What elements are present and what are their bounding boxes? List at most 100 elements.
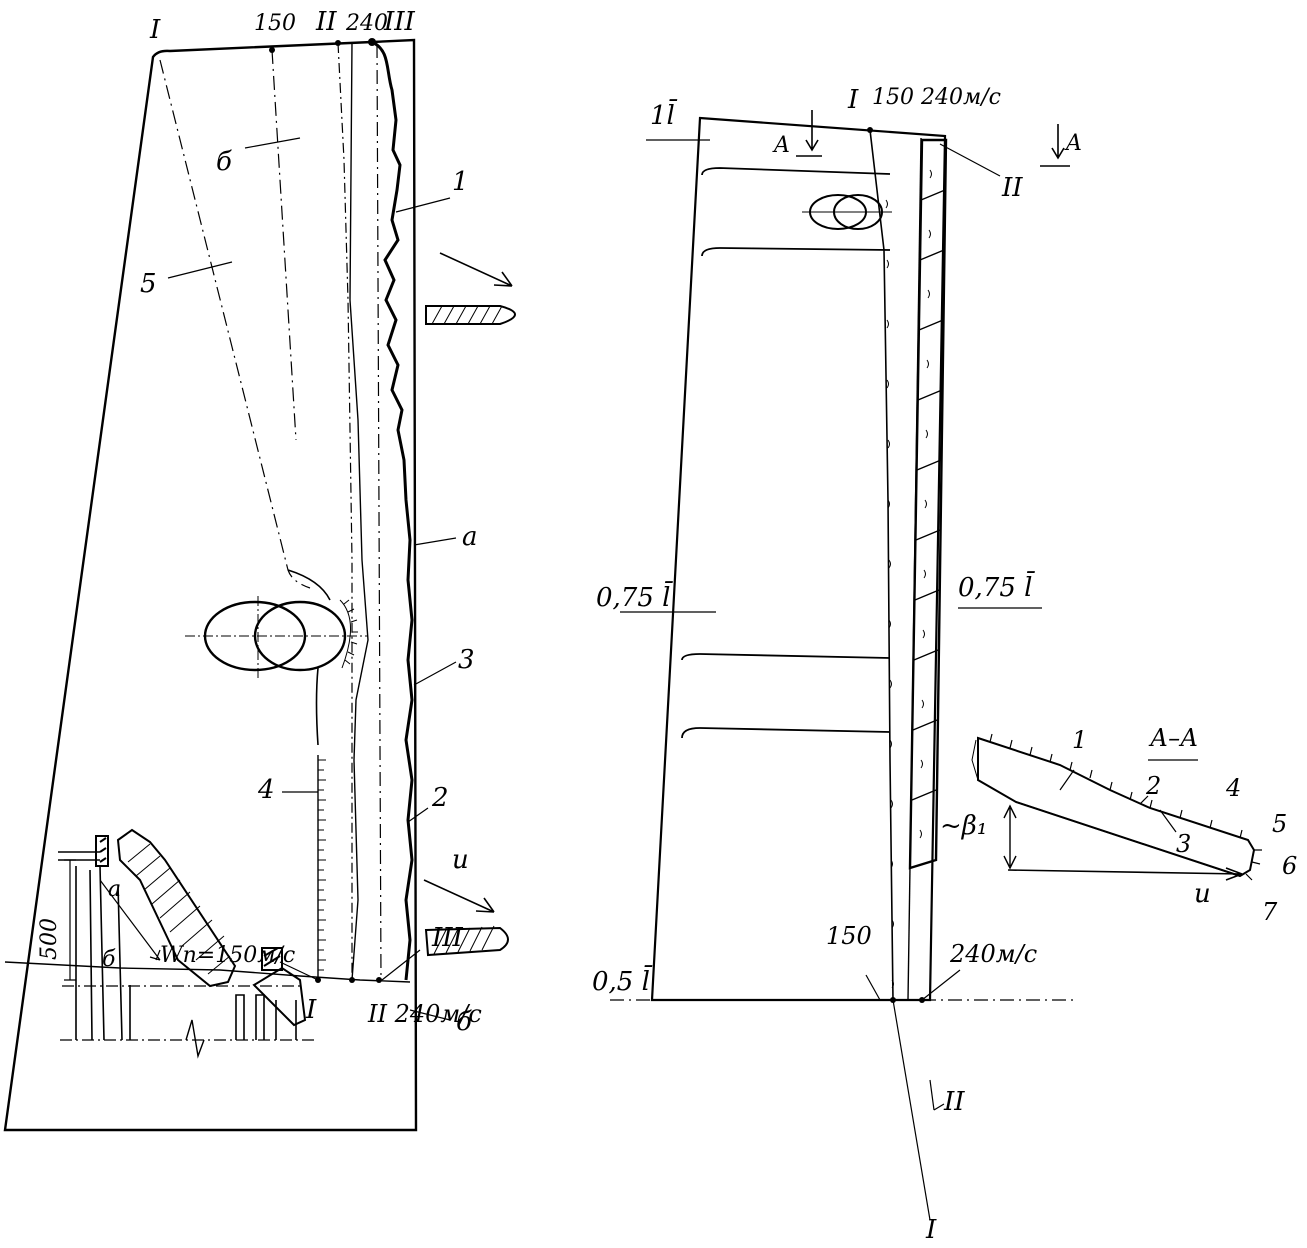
leader-lines-left: [167, 137, 457, 1021]
point-II-top: [335, 40, 341, 46]
section-aa-labels: А–А 1 2 3 4 5 6 7 ~β₁ u: [940, 724, 1297, 926]
inset-arrow-ab: [99, 879, 161, 961]
erosion-boundary-line: [371, 40, 414, 981]
label-1l: 1l̄: [650, 98, 678, 131]
label-I-bottom: I: [305, 995, 317, 1025]
label-aa-6: 6: [1282, 852, 1297, 880]
right-blade-figure: [610, 110, 1075, 1221]
left-labels: I 150 II 240 III б 5 1 а 3 4 2 u б 500 a…: [37, 7, 482, 1037]
inset-teeth: [235, 994, 297, 1040]
point-II-bottom: [349, 977, 355, 983]
label-150-top: 150: [254, 11, 296, 36]
label-inset-a: a: [108, 877, 121, 902]
angle-beta-arrow: [1003, 804, 1017, 870]
label-240-root: 240м/с: [949, 940, 1037, 968]
label-curve-1: 1: [452, 167, 469, 197]
label-scale-4: 4: [257, 775, 275, 805]
tie-lines: [681, 167, 891, 739]
label-I-bottom-right: I: [925, 1215, 937, 1243]
right-blade-outline: [650, 116, 947, 1002]
inset-blade-hatched: [116, 828, 237, 988]
label-I-top: I: [149, 15, 161, 45]
blade-section-bottom: [424, 925, 509, 957]
inset-break-mark: [185, 1019, 205, 1059]
hole-ellipse-right: [253, 600, 347, 672]
label-aa-3: 3: [1176, 830, 1191, 858]
boundary-line-II-dashdot: [337, 42, 353, 980]
label-aa-4: 4: [1225, 774, 1241, 802]
label-section-A-left: A: [772, 133, 790, 158]
label-aa-u: u: [1194, 879, 1211, 909]
label-240-top: 240: [345, 11, 388, 36]
label-05l: 0,5 l̄: [592, 964, 653, 997]
section-aa-break: [971, 739, 979, 781]
erosion-panel-grid: [911, 189, 946, 801]
inset-right-seal: [252, 966, 307, 1027]
label-075-left: 0,75 l̄: [596, 580, 674, 613]
label-zone-5: 5: [140, 269, 157, 299]
label-III-bottom: III: [431, 923, 464, 953]
boundary-line-II: [349, 41, 369, 981]
label-075-right: 0,75 l̄: [958, 570, 1036, 603]
flow-arrow-u: [423, 879, 495, 913]
point-150-root: [890, 997, 896, 1003]
left-blade-outline: [3, 38, 418, 1132]
label-aa-1: 1: [1072, 726, 1087, 754]
label-section-aa-title: А–А: [1148, 724, 1198, 752]
inset-axis-lines: [60, 985, 316, 1041]
label-wn-speed: Wп=150м/с: [160, 943, 295, 968]
strip-wave-marks: [885, 199, 894, 989]
point-I-top-right: [867, 127, 873, 133]
label-point-b: б: [456, 1007, 472, 1037]
erosion-panel: [908, 138, 948, 870]
label-aa-7: 7: [1262, 898, 1278, 926]
inset-left-bars: [58, 851, 100, 861]
label-curve-3: 3: [458, 645, 475, 675]
inset-vertical-stems: [75, 865, 131, 1041]
point-150-top: [269, 47, 275, 53]
section-aa-profile: [977, 736, 1256, 878]
leader-lines-right: [620, 139, 1042, 1221]
left-blade-figure: [3, 38, 516, 1132]
label-inset-b: б: [102, 947, 116, 972]
inset-nozzle-drawing: [58, 828, 316, 1059]
point-III-top: [368, 38, 376, 46]
label-I-top-right: I: [847, 85, 859, 115]
axis-line-III: [376, 43, 382, 981]
label-II-bottom-right: II: [943, 1087, 965, 1117]
label-II-240-bottom: II 240м/с: [367, 1000, 482, 1028]
hole-hatch-arc: [339, 599, 358, 669]
label-beta-angle: ~β₁: [940, 811, 987, 841]
point-240-root: [919, 997, 925, 1003]
label-point-a: а: [462, 522, 478, 552]
label-II-top: II: [315, 7, 337, 37]
label-arrow-u: u: [452, 845, 469, 875]
inset-left-block: [95, 835, 109, 867]
section-aa-figure: [971, 733, 1262, 881]
vector-w: [1015, 801, 1241, 877]
label-zone-6: б: [216, 147, 232, 177]
inset-hatching: [127, 843, 231, 975]
section-aa-ticks: [989, 733, 1262, 881]
label-aa-2: 2: [1145, 772, 1161, 800]
dimension-500-line: [64, 859, 76, 981]
section-mark-A-left: [796, 110, 822, 157]
zone-line-I: [159, 59, 311, 589]
scale-4-ticks: [318, 759, 326, 971]
label-speeds-top-right: 150 240м/с: [872, 85, 1001, 110]
label-section-A-right: A: [1064, 131, 1082, 156]
section-aa-leaders: [1059, 759, 1198, 833]
left-blade-bottom-wave: [4, 961, 411, 983]
bottom-leaders: [279, 949, 421, 981]
section-mark-A-right: [1040, 124, 1070, 167]
erosion-panel-waves: [919, 169, 932, 839]
zone-line-150: [271, 49, 297, 441]
flow-arrow-top: [439, 252, 513, 287]
blade-section-top: [425, 305, 516, 325]
label-II-top-right: II: [1001, 173, 1023, 203]
label-dimension-500: 500: [37, 918, 62, 960]
strip-line-I: [869, 129, 894, 1001]
label-aa-5: 5: [1272, 810, 1287, 838]
